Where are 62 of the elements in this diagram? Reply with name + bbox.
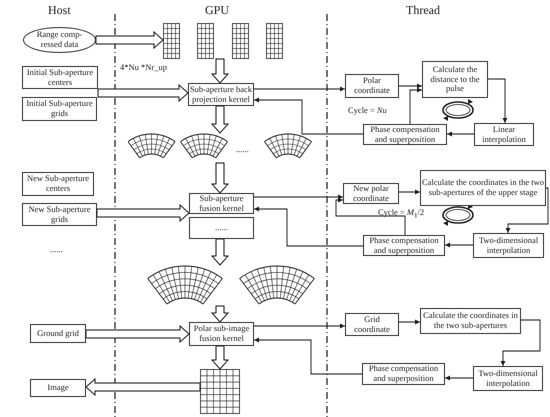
- process-box: New Sub-aperture centers: [22, 172, 94, 196]
- arrow: [398, 190, 420, 194]
- arrow: [500, 320, 540, 366]
- grid-drawing: [163, 23, 283, 59]
- process-box: New Sub-aperture grids: [22, 203, 97, 226]
- arrow: [488, 78, 508, 124]
- process-box: Linear interpolation: [474, 123, 534, 146]
- process-box: Calculate the distance to the pulse: [422, 61, 488, 98]
- block-arrow: [96, 204, 190, 222]
- block-arrow: [98, 84, 189, 102]
- ellipsis-text: ......: [236, 145, 249, 154]
- process-box: Phase compensation and superposition: [363, 124, 447, 145]
- process-box: Initial Sub-aperture centers: [22, 66, 98, 89]
- column-header: GPU: [205, 4, 230, 16]
- process-box: Phase compensation and superposition: [362, 363, 445, 385]
- arrow: [410, 88, 422, 124]
- arrow: [336, 198, 406, 236]
- arrow: [444, 242, 474, 248]
- block-arrow: [210, 346, 230, 370]
- block-arrow: [210, 306, 230, 323]
- arrow: [398, 84, 422, 88]
- block-arrow: [210, 106, 230, 134]
- arrow: [398, 320, 420, 324]
- ellipsis-text: ......: [50, 245, 63, 254]
- process-box: Sub-aperture fusion kernel: [189, 193, 254, 214]
- polar-grid-drawing: [147, 265, 315, 306]
- column-header: Thread: [406, 4, 440, 16]
- process-box: Calculate the coordinates in the two sub-apertures of the upper stage: [420, 170, 546, 206]
- block-arrow: [210, 238, 230, 266]
- process-box: ......: [189, 217, 254, 239]
- process-box: Polar coordinate: [345, 74, 399, 98]
- process-box: Sub-aperture back projection kernel: [188, 83, 254, 106]
- block-arrow: [210, 58, 230, 84]
- arrow: [446, 132, 474, 136]
- process-box: Two-dimensional interpolation: [473, 233, 544, 258]
- process-box: Grid coordinate: [345, 313, 399, 336]
- arrow: [254, 98, 364, 134]
- process-box: New polar coordinate: [343, 183, 399, 204]
- block-arrow: [210, 162, 230, 194]
- data-ellipse: Range comp-ressed data: [23, 27, 96, 53]
- process-box: Polar sub-image fusion kernel: [189, 322, 254, 346]
- annotation: Cycle = M$_{1}$/2: [378, 208, 424, 220]
- arrow: [254, 206, 364, 246]
- block-arrow: [86, 324, 190, 344]
- process-box: Image: [30, 379, 86, 397]
- arrow: [254, 86, 346, 92]
- process-box: Two-dimensional interpolation: [473, 366, 543, 391]
- grid-drawing: [200, 369, 240, 414]
- block-arrow: [96, 30, 164, 50]
- process-box: Phase compensation and superposition: [363, 235, 445, 256]
- process-box: Calculate the coordinates in the two sub-apertures: [420, 308, 521, 334]
- annotation: 4*Nu *Nr_up: [120, 63, 167, 72]
- arrow: [254, 338, 362, 374]
- arrow: [254, 194, 344, 200]
- arrow: [254, 324, 346, 328]
- arrow: [444, 376, 474, 380]
- annotation: Cycle = Nu: [348, 106, 387, 114]
- arrow: [506, 188, 548, 234]
- block-arrow: [85, 378, 200, 396]
- process-box: Initial Sub-aperture grids: [22, 97, 97, 121]
- process-box: Ground grid: [30, 324, 86, 343]
- column-header: Host: [48, 4, 71, 16]
